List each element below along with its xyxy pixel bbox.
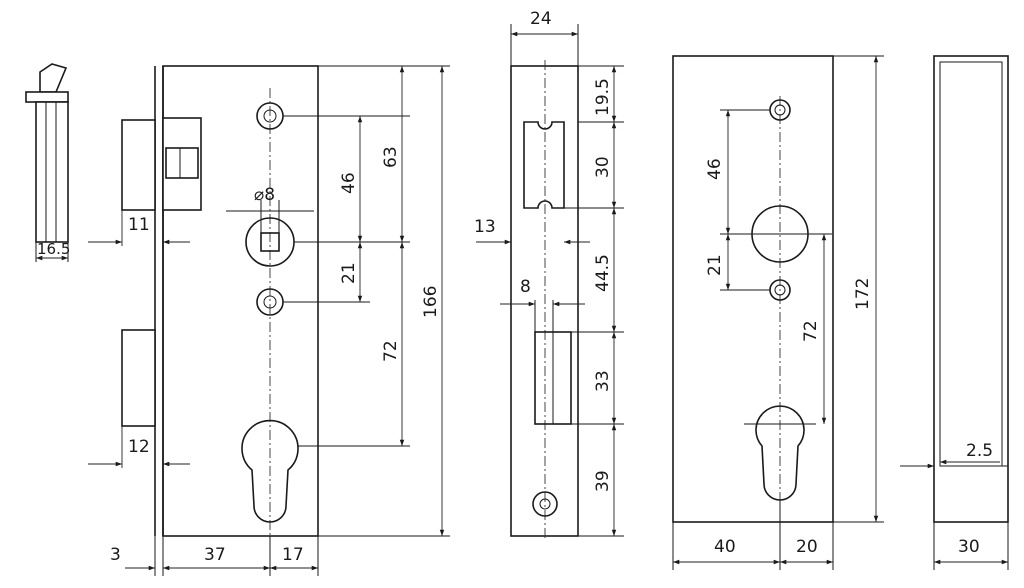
lock-body-view: 11 12 ⌀8 46 63 2 [88,65,450,576]
deadbolt-projection-label: 12 [128,437,150,457]
dim-63-label: 63 [381,146,401,168]
dim-72-label: 72 [381,340,401,362]
dim-37-label: 37 [204,545,226,565]
profile-width-label: 30 [958,537,980,557]
dim-30-label: 30 [593,156,613,178]
faceplate-view: 24 19.5 30 44.5 33 39 13 8 [474,9,624,540]
cover-dim-172-label: 172 [853,278,873,310]
faceplate-width-label: 24 [530,9,552,29]
cover-dim-40-label: 40 [714,537,736,557]
dim-166-label: 166 [421,286,441,318]
latch-width-label: 16.5 [37,240,70,258]
cover-plate-view: 46 21 72 172 40 20 [672,55,884,570]
latch-side-view: 16.5 [25,63,70,262]
cover-dim-21-label: 21 [705,254,725,276]
dim-46-label: 46 [339,172,359,194]
dim-19-5-label: 19.5 [593,78,613,116]
spindle-diameter-label: ⌀8 [254,185,275,205]
dim-8-label: 8 [520,277,531,297]
dim-44-5-label: 44.5 [593,254,613,292]
dim-33-label: 33 [593,370,613,392]
side-profile-view: 2.5 30 [900,55,1009,570]
cover-dim-72-label: 72 [801,320,821,342]
profile-thickness-label: 2.5 [966,441,993,461]
dim-21-label: 21 [339,262,359,284]
cover-dim-20-label: 20 [796,537,818,557]
dim-3-label: 3 [110,545,121,565]
dim-39-label: 39 [593,470,613,492]
latch-projection-label: 11 [128,215,150,235]
dim-17-label: 17 [282,545,304,565]
cover-dim-46-label: 46 [705,158,725,180]
dim-13-label: 13 [474,217,496,237]
